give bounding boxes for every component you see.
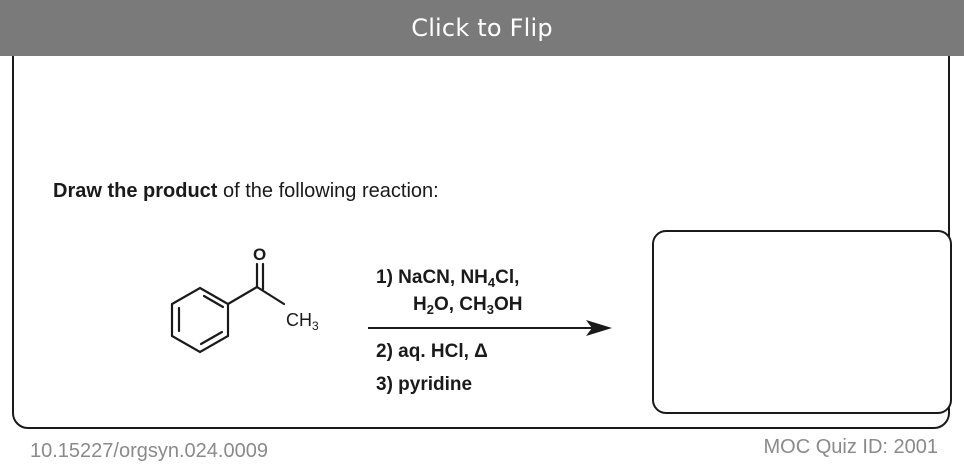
reaction-arrow (368, 320, 612, 336)
question-rest: of the following reaction: (217, 180, 439, 202)
acetophenone-structure: O CH3 (170, 245, 319, 354)
condition-step1-line1: 1) NaCN, NH4Cl, (376, 267, 520, 290)
answer-box[interactable] (652, 230, 952, 414)
doi-reference: 10.15227/orgsyn.024.0009 (30, 440, 268, 462)
ring-carbonyl-bond (226, 285, 259, 306)
condition-step2: 2) aq. HCl, Δ (376, 341, 488, 362)
question-bold: Draw the product (53, 180, 218, 202)
methyl-label: CH3 (286, 310, 319, 333)
quiz-id: MOC Quiz ID: 2001 (763, 436, 938, 458)
question-text: Draw the product of the following reacti… (53, 180, 439, 203)
reaction-conditions: 1) NaCN, NH4Cl, H2O, CH3OH 2) aq. HCl, Δ… (376, 264, 522, 398)
condition-step3: 3) pyridine (376, 374, 473, 395)
oxygen-label: O (253, 245, 266, 264)
condition-step1-line2: H2O, CH3OH (413, 294, 523, 317)
click-to-flip-button[interactable]: Click to Flip (0, 0, 964, 56)
methyl-bond (255, 285, 286, 306)
ring-double-bond (202, 294, 225, 309)
benzene-ring (170, 286, 230, 354)
ring-double-bond (199, 330, 224, 346)
